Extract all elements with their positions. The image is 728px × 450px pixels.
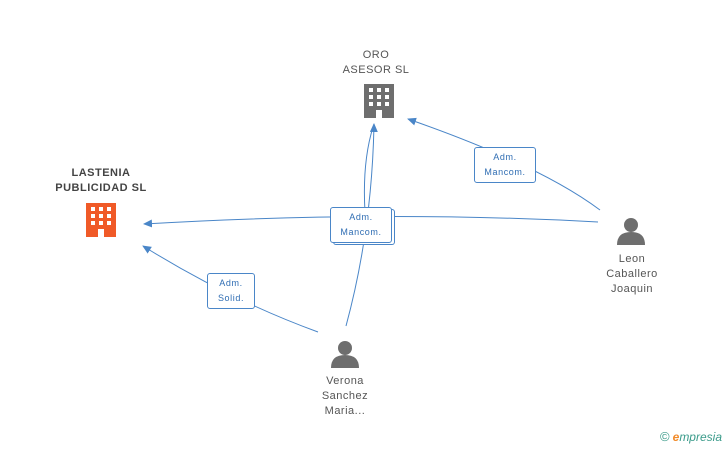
- person-icon: [331, 341, 359, 368]
- brand-e: e: [672, 430, 680, 444]
- brand-name: mpresia: [679, 430, 722, 444]
- lastenia-label-line1: LASTENIA: [71, 167, 131, 179]
- verona-label-line2: Sanchez: [321, 390, 369, 402]
- node-label-verona[interactable]: Verona Sanchez Maria...: [295, 374, 395, 419]
- node-label-oro[interactable]: ORO ASESOR SL: [326, 48, 426, 78]
- edge-verona-to-oro-2: [363, 123, 375, 213]
- edge-label-line2: Mancom.: [340, 227, 382, 237]
- edge-label-line2: Solid.: [217, 293, 245, 303]
- building-icon: [86, 203, 116, 237]
- verona-label-line3: Maria...: [324, 405, 366, 417]
- node-label-lastenia[interactable]: LASTENIA PUBLICIDAD SL: [36, 166, 166, 196]
- copyright-symbol: ©: [660, 429, 670, 444]
- leon-label-line1: Leon: [618, 253, 646, 265]
- verona-label-line1: Verona: [326, 375, 364, 387]
- node-label-leon[interactable]: Leon Caballero Joaquin: [582, 252, 682, 297]
- edge-label-line1: Adm.: [219, 278, 243, 288]
- leon-label-line3: Joaquin: [610, 283, 654, 295]
- person-icon: [617, 218, 645, 245]
- edge-label-leon-oro[interactable]: Adm. Mancom.: [474, 147, 536, 183]
- oro-label-line1: ORO: [362, 49, 390, 61]
- edge-label-line2: Mancom.: [484, 167, 526, 177]
- brand-logo: ©empresia: [660, 429, 722, 444]
- edge-label-line1: Adm.: [349, 212, 373, 222]
- lastenia-label-line2: PUBLICIDAD SL: [55, 182, 147, 194]
- leon-label-line2: Caballero: [606, 268, 658, 280]
- edge-label-center[interactable]: Adm. Mancom.: [330, 207, 392, 243]
- edge-label-verona-lastenia[interactable]: Adm. Solid.: [207, 273, 255, 309]
- oro-label-line2: ASESOR SL: [342, 64, 410, 76]
- edge-label-line1: Adm.: [493, 152, 517, 162]
- building-icon: [364, 84, 394, 118]
